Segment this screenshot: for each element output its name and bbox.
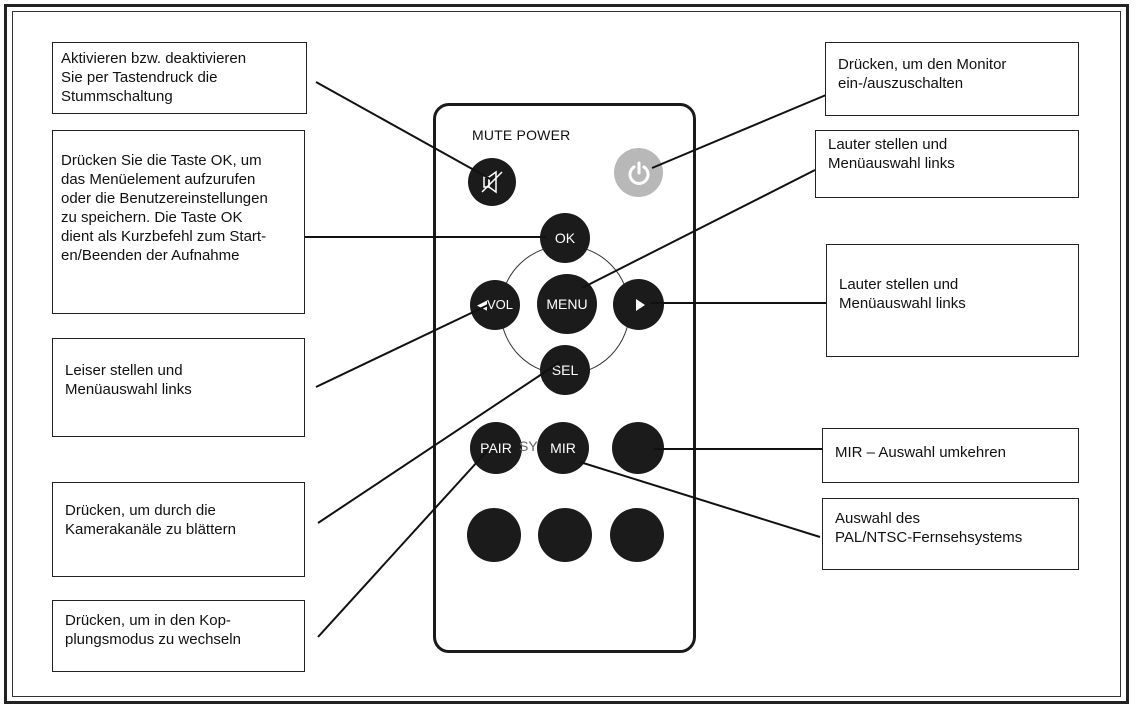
- inner-frame: [12, 11, 1121, 697]
- sel-button-label: SEL: [551, 362, 579, 378]
- menu-button[interactable]: MENU: [537, 274, 597, 334]
- callout-ok: Drücken Sie die Taste OK, um das Menüele…: [52, 130, 305, 314]
- callout-pair: Drücken, um in den Kop- plungsmodus zu w…: [52, 600, 305, 672]
- pair-button[interactable]: PAIR: [470, 422, 522, 474]
- callout-menu: Lauter stellen und Menüauswahl links: [815, 130, 1079, 198]
- line-sel: [317, 361, 561, 524]
- vol-up-button[interactable]: [613, 279, 664, 330]
- power-icon: [628, 161, 649, 185]
- vol-down-button[interactable]: ◀VOL: [470, 280, 520, 330]
- ok-button[interactable]: OK: [540, 213, 590, 263]
- callout-sel: Drücken, um durch die Kamerakanäle zu bl…: [52, 482, 305, 577]
- callout-sys: Auswahl des PAL/NTSC-Fernsehsystems: [822, 498, 1079, 570]
- callout-mir: MIR – Auswahl umkehren: [822, 428, 1079, 483]
- line-pair: [317, 449, 489, 638]
- line-mute: [315, 81, 493, 181]
- outer-frame: [4, 4, 1129, 704]
- arrow-right-icon: [635, 298, 645, 311]
- blank-button-2[interactable]: [467, 508, 521, 562]
- mir-button-label: MIR: [550, 440, 576, 456]
- callout-vol-up: Lauter stellen und Menüauswahl links: [826, 244, 1079, 357]
- vol-button-label: ◀VOL: [476, 297, 513, 312]
- line-menu: [581, 169, 816, 289]
- power-button[interactable]: [614, 148, 663, 197]
- ok-button-label: OK: [554, 230, 576, 246]
- line-sys: [579, 461, 821, 538]
- mir-button[interactable]: MIR: [537, 422, 589, 474]
- callout-vol-down: Leiser stellen und Menüauswahl links: [52, 338, 305, 437]
- callout-mute: Aktivieren bzw. deaktivieren Sie per Tas…: [52, 42, 307, 114]
- line-power: [651, 94, 827, 169]
- pair-button-label: PAIR: [480, 440, 512, 456]
- callout-power: Drücken, um den Monitor ein-/auszuschalt…: [825, 42, 1079, 116]
- blank-button-4[interactable]: [610, 508, 664, 562]
- blank-button-3[interactable]: [538, 508, 592, 562]
- mute-power-label: MUTE POWER: [472, 127, 571, 143]
- line-vol-down: [315, 304, 489, 388]
- menu-button-label: MENU: [546, 296, 588, 312]
